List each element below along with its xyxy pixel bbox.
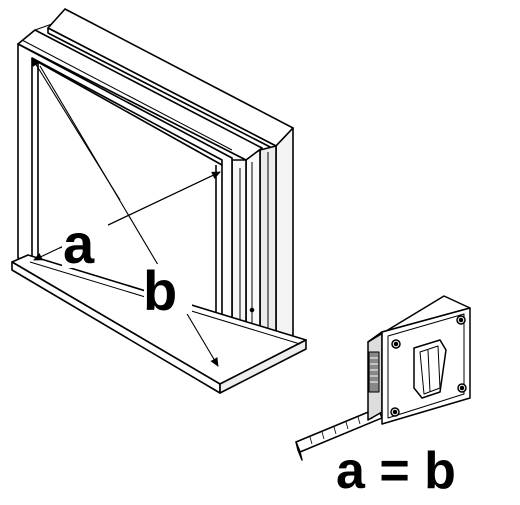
label-b: b xyxy=(143,259,177,322)
diagonal-b-line xyxy=(39,65,219,367)
diagonal-b-line-start xyxy=(31,57,121,201)
label-a: a xyxy=(63,212,95,275)
label-a-bg xyxy=(62,222,108,268)
equation-label: a = b xyxy=(336,442,456,500)
label-b-bg xyxy=(144,264,192,314)
tape-measure-icon xyxy=(295,295,471,461)
